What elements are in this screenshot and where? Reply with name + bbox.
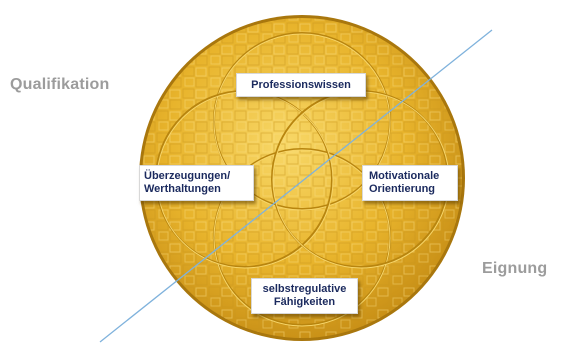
label-qualifikation: Qualifikation: [10, 76, 110, 93]
box-bottom-line-1: selbstregulative: [262, 283, 347, 295]
circle-bottom-highlight: [213, 149, 391, 327]
box-ueberzeugungen: Überzeugungen/ Werthaltungen: [139, 165, 254, 201]
diagonal-line: [99, 29, 493, 343]
box-motivationale-orientierung: Motivationale Orientierung: [362, 165, 458, 201]
box-right-line-1: Motivationale: [369, 170, 440, 182]
box-top-line-1: Professionswissen: [251, 78, 351, 91]
box-professionswissen: Professionswissen: [236, 73, 366, 97]
box-left-line-2: Werthaltungen: [144, 183, 221, 195]
circle-top-highlight: [213, 33, 391, 211]
box-selbstregulative-faehigkeiten: selbstregulative Fähigkeiten: [251, 278, 358, 314]
label-eignung: Eignung: [482, 260, 548, 277]
box-left-line-1: Überzeugungen/: [144, 170, 231, 182]
box-right-line-2: Orientierung: [369, 183, 436, 195]
disc-texture: [142, 18, 462, 338]
box-bottom-line-2: Fähigkeiten: [273, 296, 336, 308]
